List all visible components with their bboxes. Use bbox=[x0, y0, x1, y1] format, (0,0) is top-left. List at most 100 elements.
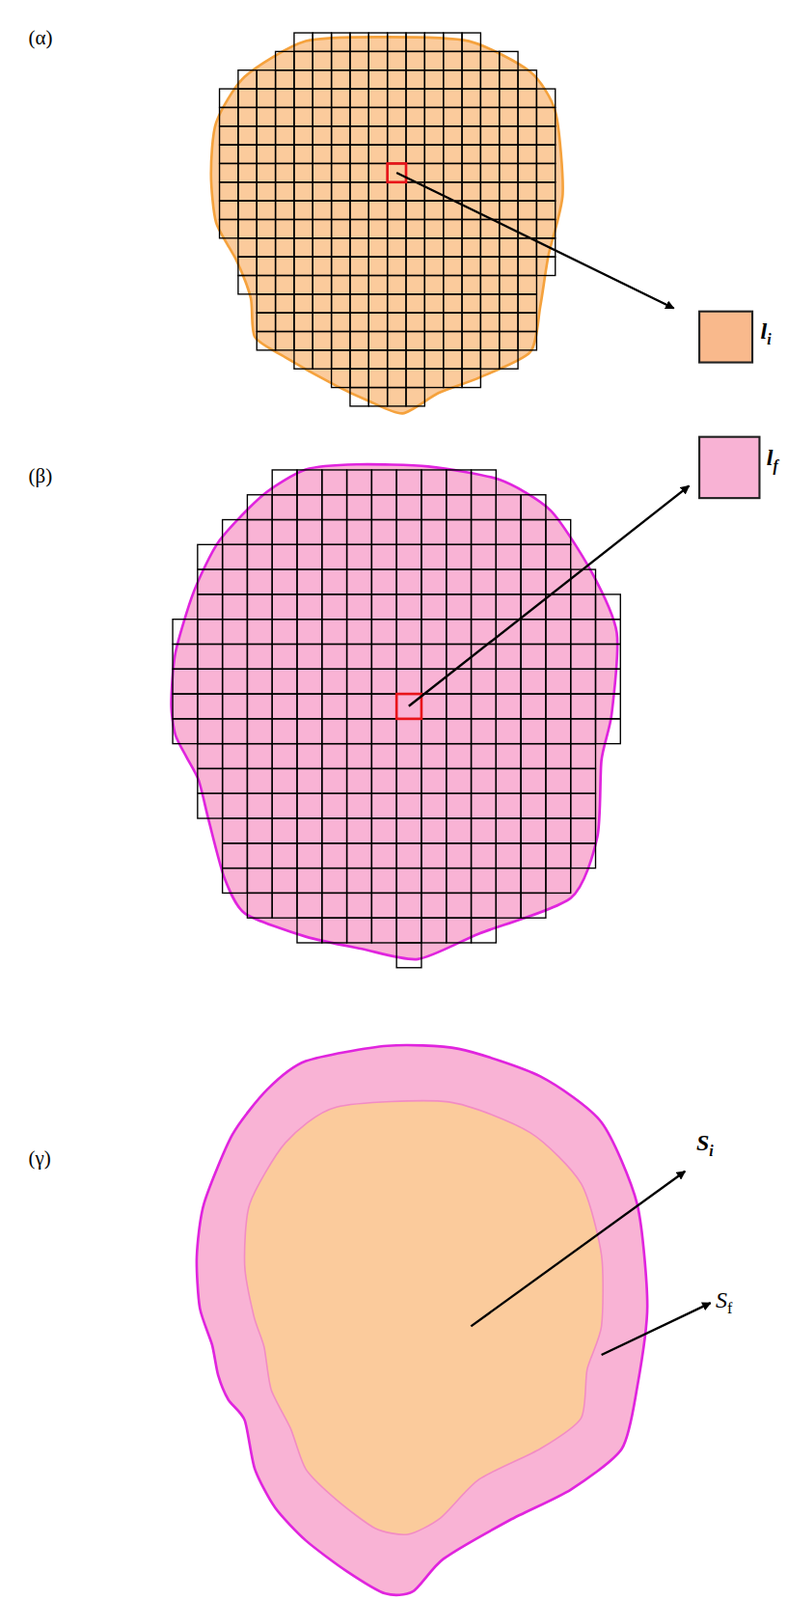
grid-cell bbox=[246, 718, 272, 744]
grid-cell bbox=[424, 126, 443, 145]
grid-cell bbox=[368, 256, 387, 275]
blob-outline bbox=[171, 463, 619, 959]
grid-cell bbox=[471, 693, 497, 719]
grid-cell bbox=[471, 767, 497, 793]
grid-cell bbox=[219, 144, 239, 163]
grid-cell bbox=[275, 182, 295, 201]
grid-cell bbox=[350, 294, 369, 313]
grid-cell bbox=[424, 70, 443, 89]
grid-cell bbox=[238, 107, 257, 126]
grid-cell bbox=[387, 51, 407, 70]
grid-cell bbox=[312, 238, 331, 257]
grid-cell bbox=[271, 743, 298, 769]
grid-cell bbox=[520, 892, 546, 918]
grid-cell bbox=[396, 594, 422, 620]
grid-cell bbox=[347, 469, 373, 495]
grid-cell bbox=[520, 693, 546, 719]
grid-cell bbox=[536, 144, 555, 163]
grid-cell bbox=[331, 294, 351, 313]
grid-cell bbox=[406, 200, 425, 219]
grid-cell bbox=[396, 942, 422, 968]
symbol-letter: S bbox=[696, 1129, 709, 1155]
grid-cell bbox=[275, 200, 295, 219]
grid-cell bbox=[294, 126, 313, 145]
grid-cell bbox=[219, 107, 239, 126]
grid-cell bbox=[368, 144, 387, 163]
grid-cell bbox=[406, 350, 425, 369]
grid-cell bbox=[443, 331, 462, 351]
grid-cell bbox=[331, 32, 351, 52]
grid-cell bbox=[480, 331, 499, 351]
grid-cell bbox=[312, 182, 331, 201]
grid-cell bbox=[480, 256, 499, 275]
grid-cell bbox=[246, 619, 272, 645]
cell-size-symbol: lf bbox=[766, 444, 779, 471]
grid-cell bbox=[520, 543, 546, 570]
grid-cell bbox=[219, 126, 239, 145]
grid-cell bbox=[331, 182, 351, 201]
panel-label: (γ) bbox=[28, 1145, 52, 1170]
grid-cell bbox=[222, 718, 248, 744]
grid-cell bbox=[322, 643, 348, 669]
grid-cell bbox=[396, 817, 422, 843]
grid-cell bbox=[222, 767, 248, 793]
grid-cell bbox=[406, 70, 425, 89]
grid-cell bbox=[256, 274, 275, 294]
grid-cell bbox=[495, 842, 521, 869]
grid-cell bbox=[595, 718, 621, 744]
grid-cell bbox=[406, 218, 425, 238]
grid-cell bbox=[517, 107, 537, 126]
grid-cell bbox=[461, 144, 481, 163]
grid-cell bbox=[297, 767, 323, 793]
grid-cell bbox=[421, 792, 447, 818]
grid-cell bbox=[246, 643, 272, 669]
grid-cell bbox=[520, 643, 546, 669]
grid-cell bbox=[446, 767, 472, 793]
grid-cell bbox=[520, 817, 546, 843]
grid-cell bbox=[480, 70, 499, 89]
grid-cell bbox=[570, 767, 597, 793]
grid-cell bbox=[297, 643, 323, 669]
grid-cell bbox=[368, 350, 387, 369]
grid-cell bbox=[350, 70, 369, 89]
grid-cell bbox=[371, 569, 397, 595]
grid-cell bbox=[312, 331, 331, 351]
grid-cell bbox=[424, 350, 443, 369]
grid-cell bbox=[499, 144, 518, 163]
grid-cell bbox=[570, 668, 597, 694]
grid-cell bbox=[387, 312, 407, 331]
grid-cell bbox=[350, 162, 369, 182]
grid-cell bbox=[424, 312, 443, 331]
grid-cell bbox=[312, 312, 331, 331]
grid-cell bbox=[238, 126, 257, 145]
grid-cell bbox=[443, 107, 462, 126]
grid-cell bbox=[396, 668, 422, 694]
grid-cell bbox=[499, 274, 518, 294]
grid-cell bbox=[545, 594, 571, 620]
grid-cell bbox=[271, 569, 298, 595]
grid-cell bbox=[275, 238, 295, 257]
grid-cell bbox=[312, 32, 331, 52]
grid-cell bbox=[406, 88, 425, 108]
grid-cell bbox=[350, 200, 369, 219]
grid-cell bbox=[172, 668, 198, 694]
grid-cell bbox=[446, 792, 472, 818]
grid-cell bbox=[499, 126, 518, 145]
grid-cell bbox=[322, 842, 348, 869]
grid-cell bbox=[256, 256, 275, 275]
grid-cell bbox=[297, 619, 323, 645]
grid-cell bbox=[406, 144, 425, 163]
grid-cell bbox=[520, 569, 546, 595]
grid-cell bbox=[312, 256, 331, 275]
grid-cell bbox=[256, 162, 275, 182]
grid-cell bbox=[331, 107, 351, 126]
symbol-letter: l bbox=[766, 444, 774, 470]
grid-cell bbox=[421, 594, 447, 620]
grid-cell bbox=[246, 817, 272, 843]
grid-cell bbox=[256, 182, 275, 201]
grid-cell bbox=[499, 331, 518, 351]
grid-cell bbox=[219, 88, 239, 108]
leader-arrow bbox=[601, 1302, 711, 1355]
grid-cell bbox=[322, 792, 348, 818]
